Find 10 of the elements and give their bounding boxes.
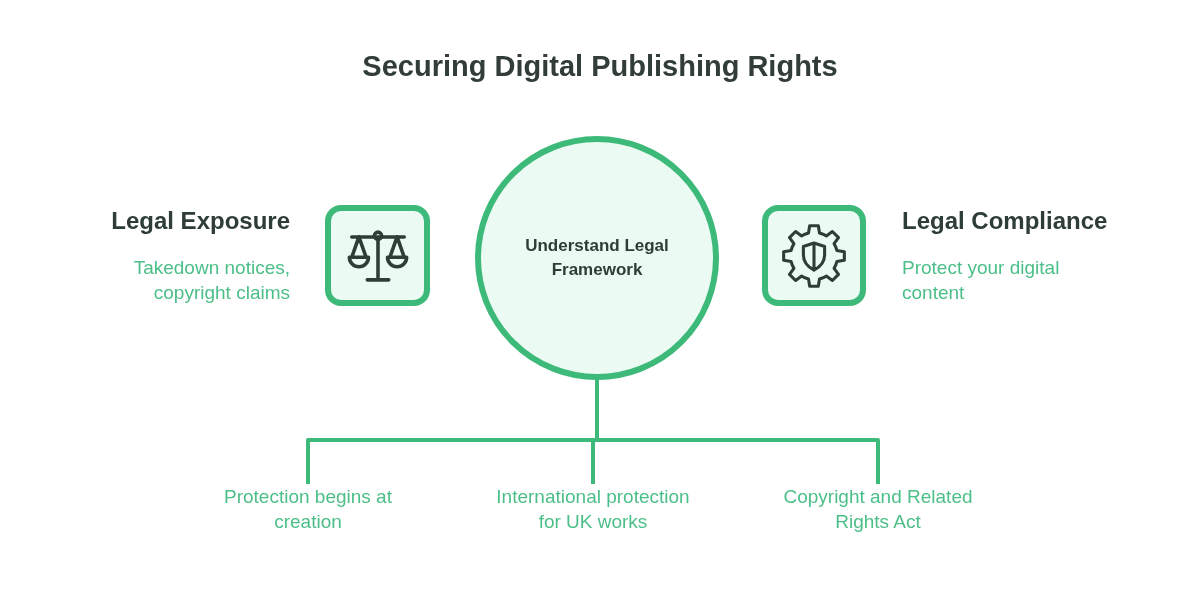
branch-label: Copyright and Related Rights Act [782, 484, 974, 534]
heading: Legal Exposure [111, 206, 290, 236]
connector-line [595, 380, 880, 484]
branch-label: International protection for UK works [495, 484, 691, 534]
description: Takedown notices, copyright claims [132, 256, 290, 305]
description: Protect your digital content [902, 256, 1061, 305]
branch-label: Protection begins at creation [223, 484, 393, 534]
circle-label: Understand Legal Framework [524, 235, 670, 281]
title: Securing Digital Publishing Rights [362, 49, 838, 84]
heading: Legal Compliance [902, 206, 1108, 236]
